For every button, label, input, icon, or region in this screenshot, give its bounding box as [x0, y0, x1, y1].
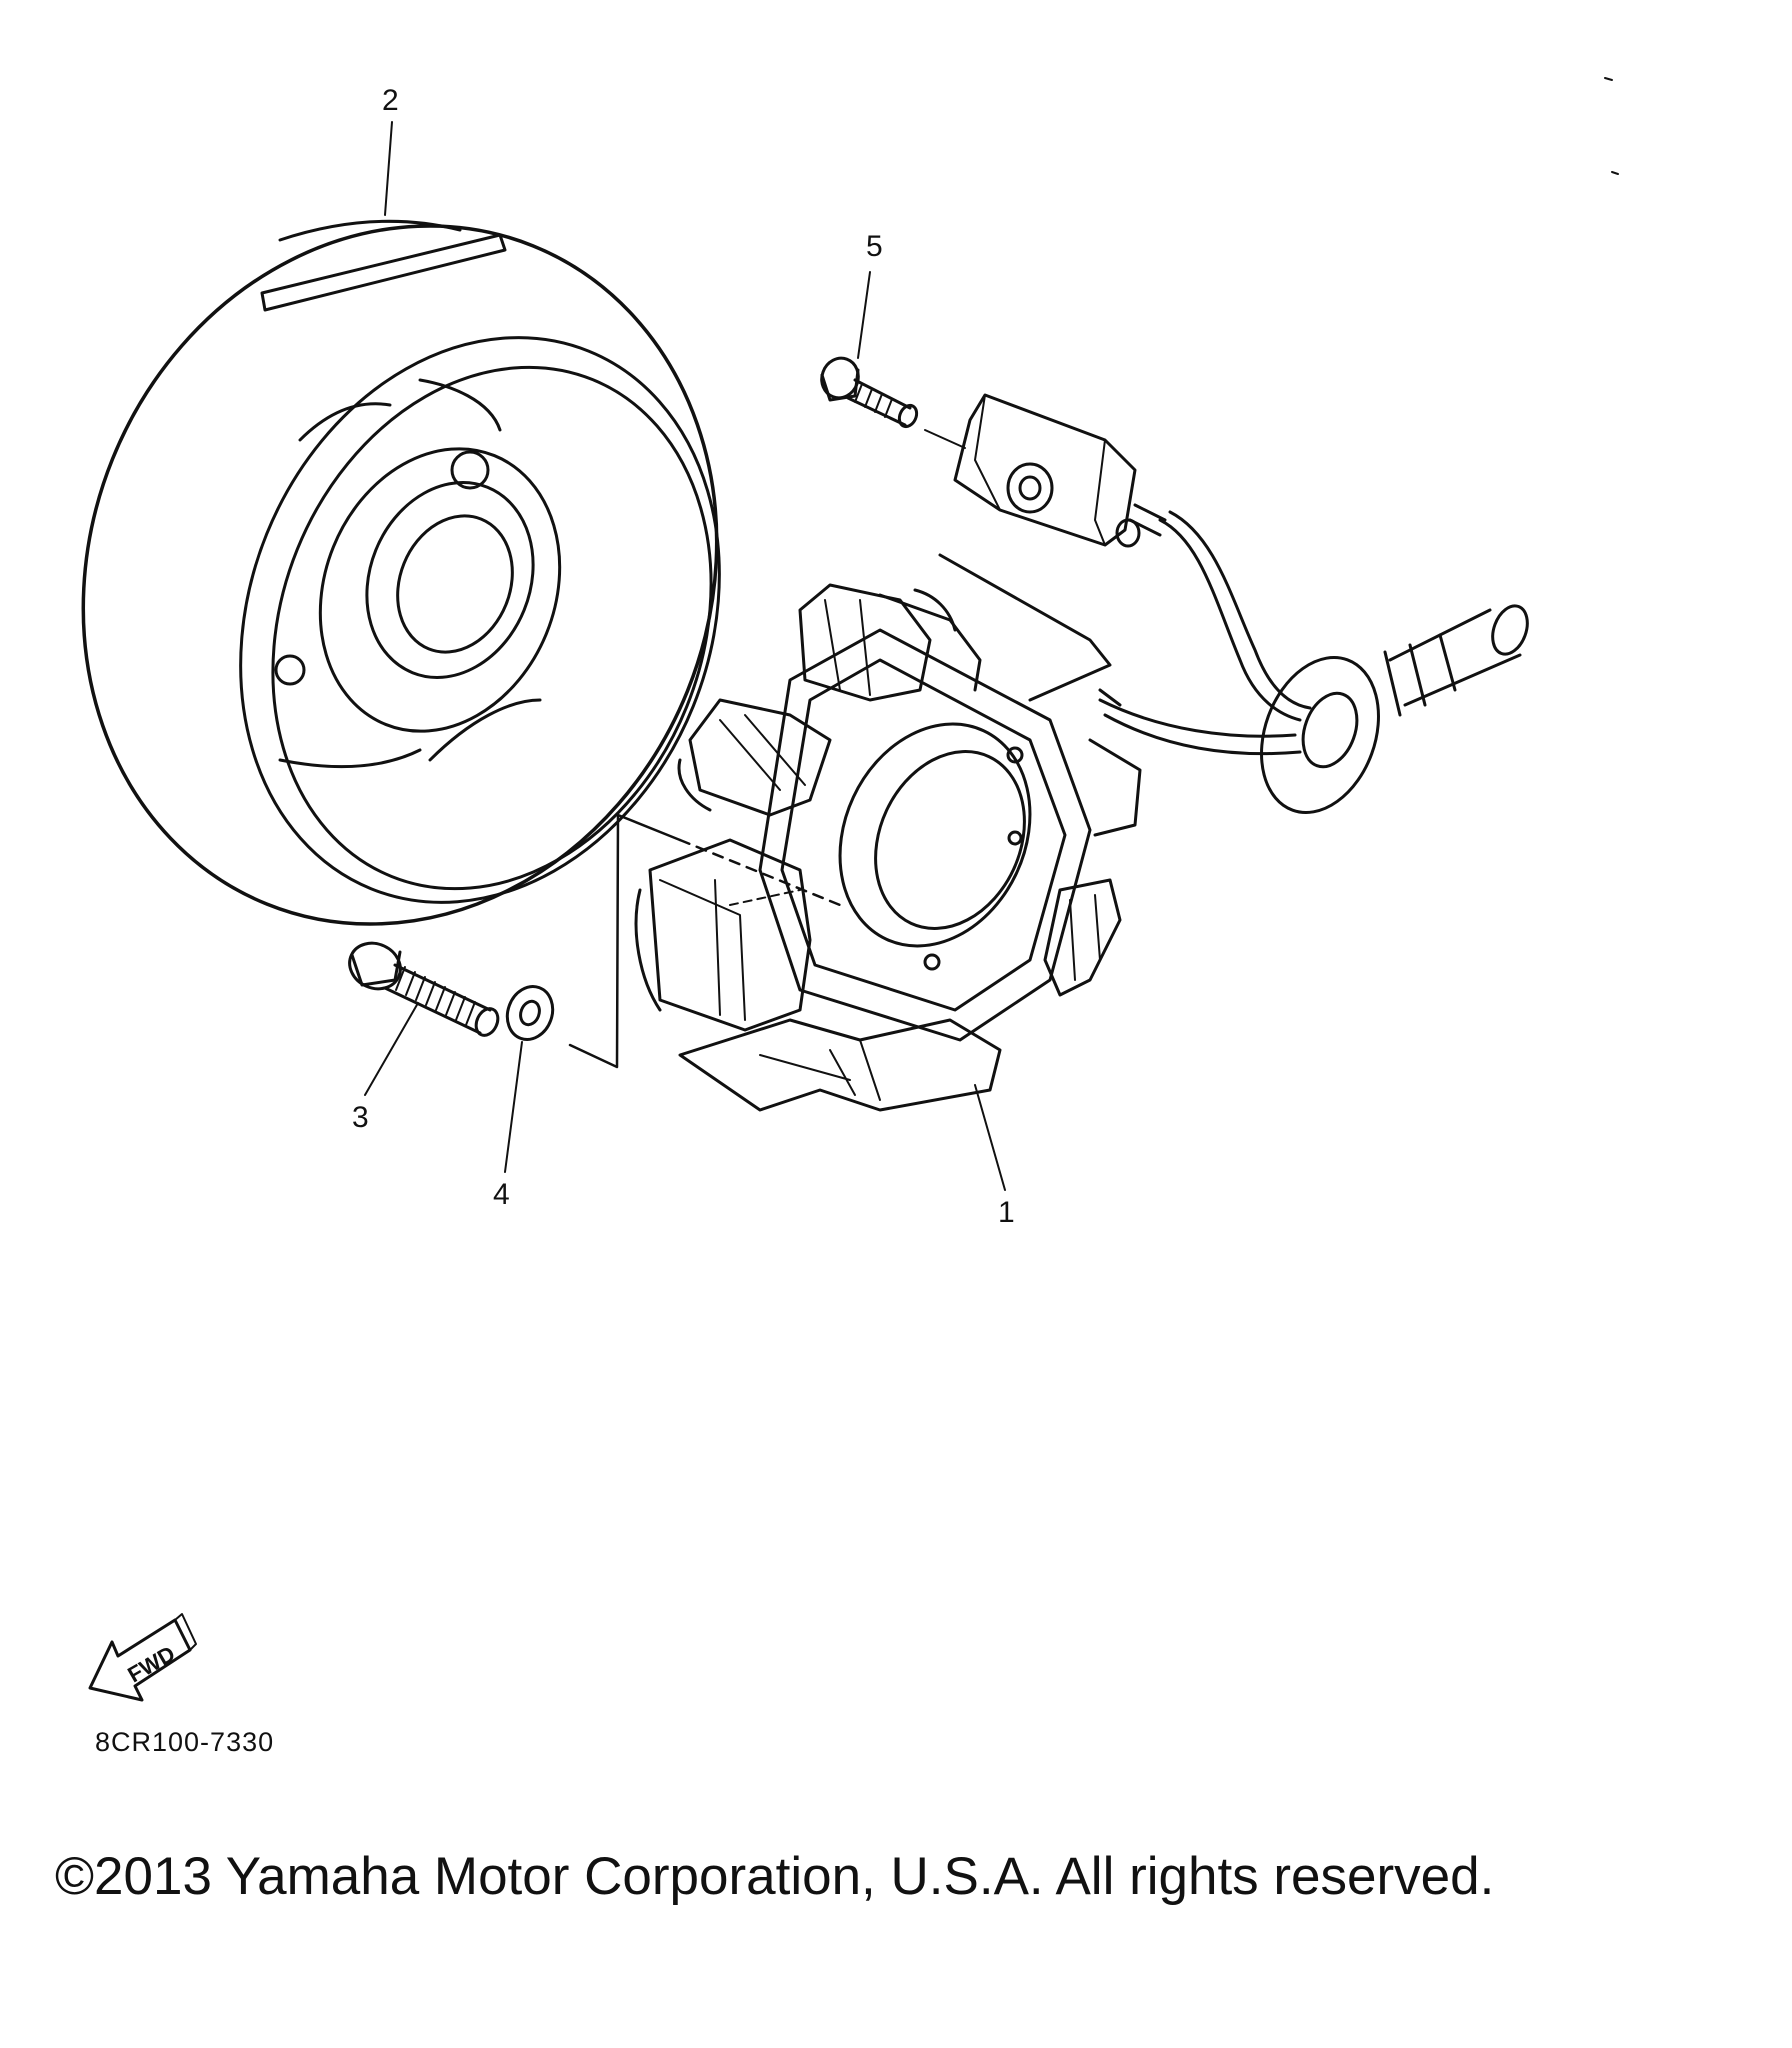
stray-marks [1604, 77, 1619, 175]
callout-part-4: 4 [493, 1178, 510, 1211]
diagram-code: 8CR100-7330 [95, 1727, 275, 1757]
callout-part-2: 2 [382, 84, 399, 117]
callout-part-5: 5 [866, 230, 883, 263]
callout-part-1: 1 [998, 1196, 1015, 1229]
callout-part-3: 3 [352, 1101, 369, 1134]
pickup-coil [953, 393, 1167, 548]
leader-lines [364, 121, 1006, 1191]
bolt-part-3 [348, 941, 500, 1037]
washer-part-4 [505, 985, 555, 1041]
stator-assembly [634, 553, 1142, 1112]
rotor-assembly [81, 219, 721, 926]
screw-part-5 [820, 356, 966, 449]
wire-harness [1098, 510, 1529, 814]
fwd-arrow-icon: FWD [88, 1613, 197, 1702]
assembly-guide-line [568, 813, 842, 1069]
copyright-notice: ©2013 Yamaha Motor Corporation, U.S.A. A… [55, 1847, 1495, 1906]
